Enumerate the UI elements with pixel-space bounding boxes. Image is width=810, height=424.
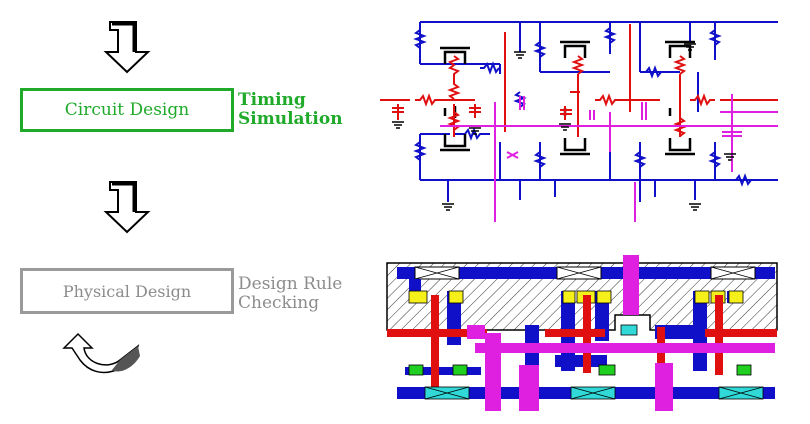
drc-label-line1: Design Rule (238, 274, 343, 294)
down-arrow-icon (103, 21, 151, 74)
circuit-design-label: Circuit Design (64, 100, 190, 120)
circuit-design-box: Circuit Design (20, 88, 234, 132)
schematic-blue-wires (413, 21, 778, 202)
loop-arrow-icon (62, 332, 140, 374)
circuit-schematic (380, 21, 778, 222)
down-arrow-icon (103, 181, 151, 234)
schematic-grounds (392, 43, 736, 211)
schematic-magenta-wires (440, 94, 778, 222)
timing-label-line1: Timing (238, 90, 306, 110)
physical-design-box: Physical Design (20, 268, 234, 314)
design-rule-checking-label: Design Rule Checking (238, 275, 342, 313)
timing-simulation-label: Timing Simulation (238, 91, 343, 129)
physical-design-label: Physical Design (62, 281, 192, 301)
drc-label-line2: Checking (238, 293, 320, 313)
schematic-red-wires (380, 24, 778, 137)
physical-layout (386, 255, 778, 411)
timing-label-line2: Simulation (238, 109, 343, 129)
